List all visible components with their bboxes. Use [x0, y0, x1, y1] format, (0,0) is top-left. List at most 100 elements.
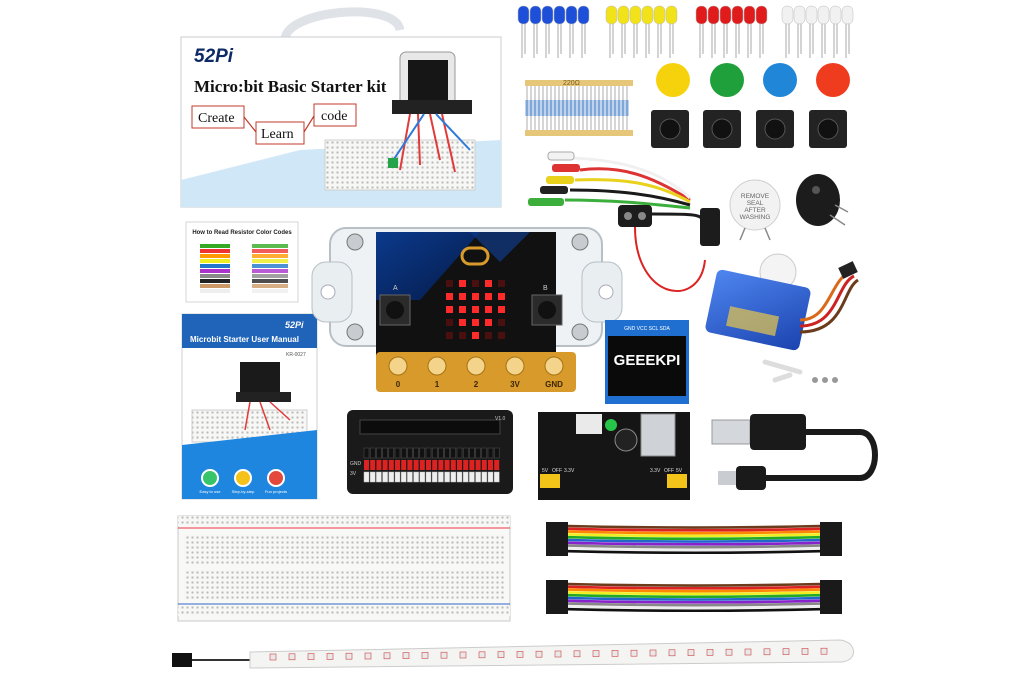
header-pin-red — [382, 460, 388, 470]
breadboard — [177, 515, 511, 622]
micro-usb-plug — [718, 471, 736, 485]
user-manual: 52Pi Microbit Starter User Manual KR-002… — [181, 313, 318, 500]
breakout-version: V1.0 — [495, 416, 506, 422]
resistor — [525, 100, 529, 116]
buzzer-seal-line: AFTER — [744, 207, 766, 214]
strip-led — [364, 652, 372, 660]
header-pin-white — [469, 471, 475, 483]
header-pin-red — [444, 460, 450, 470]
breadboard-body — [177, 515, 511, 622]
edge-pin-label: 1 — [435, 380, 440, 389]
clip-black — [540, 186, 568, 194]
box-title: Micro:bit Basic Starter kit — [194, 77, 387, 96]
chart-band — [252, 269, 288, 273]
resistor — [601, 100, 605, 116]
header-pin-black — [376, 447, 382, 459]
case-screw — [571, 233, 589, 251]
manual-icon-label: Fun projects — [265, 489, 287, 494]
resistor — [621, 100, 625, 116]
matrix-led — [446, 293, 453, 300]
led — [605, 5, 618, 25]
header-pin-red — [376, 460, 382, 470]
manual-icon-fun — [267, 469, 285, 487]
chart-rows — [200, 244, 288, 293]
header-pin-red — [463, 460, 469, 470]
edge-pin — [466, 356, 486, 376]
header-pin-white — [450, 471, 457, 483]
edge-pin-label: 2 — [474, 380, 479, 389]
chart-band — [200, 269, 230, 273]
matrix-led — [446, 306, 453, 313]
header-pin-white — [493, 471, 500, 483]
power-label-l3: 3.3V — [564, 468, 575, 474]
jumper-wire — [567, 524, 821, 529]
led-matrix — [446, 280, 505, 339]
battery-wire-red — [634, 226, 706, 292]
strip-led — [744, 648, 752, 656]
header-pin-black — [413, 447, 419, 459]
header-pin-black — [388, 447, 395, 459]
oled-screen — [608, 336, 686, 396]
header-pin-red — [419, 460, 425, 470]
matrix-led — [459, 319, 466, 326]
strip-led — [535, 650, 543, 658]
usb-cable — [711, 414, 878, 490]
breakout-gnd: GND — [350, 461, 362, 467]
edge-pin-label: 3V — [510, 380, 520, 389]
case-screws — [346, 233, 589, 341]
jumper-wire — [567, 599, 821, 604]
matrix-led — [498, 280, 505, 287]
header-pin-red — [438, 460, 444, 470]
strip-led — [326, 653, 334, 660]
jumper-wire — [567, 530, 821, 535]
matrix-led — [472, 293, 479, 300]
matrix-led — [498, 332, 505, 339]
breakout-board: V1.0 GND 3V — [347, 410, 513, 494]
manual-wires — [244, 401, 291, 431]
buzzer-seal-line: REMOVE — [741, 193, 770, 200]
header-pin-white — [400, 471, 407, 483]
chart-band — [252, 289, 288, 293]
battery-snap — [618, 205, 720, 292]
manual-breakout — [236, 392, 291, 402]
jumper-right — [667, 474, 687, 488]
matrix-led — [485, 319, 492, 326]
usb-a-housing — [750, 414, 806, 450]
led — [719, 5, 732, 25]
resistor — [541, 100, 545, 116]
jumper-wire — [567, 605, 821, 610]
breadboard-half-bottom — [184, 570, 504, 600]
manual-title: Microbit Starter User Manual — [190, 335, 299, 344]
led — [805, 5, 818, 25]
tactile-switch-plunger — [659, 118, 681, 140]
chart-band — [252, 254, 288, 258]
manual-brand: 52Pi — [285, 320, 304, 330]
resistor — [581, 100, 585, 116]
micro-usb-housing — [736, 466, 766, 490]
strip-led — [345, 652, 353, 660]
strip-leds — [269, 647, 828, 661]
jumper-wire — [567, 585, 821, 590]
buzzer-seal-line: WASHING — [740, 214, 771, 221]
header-pin-white — [419, 471, 426, 483]
box-code-frame — [313, 103, 357, 127]
clip-yellow — [546, 176, 574, 184]
box-code: code — [321, 109, 347, 124]
matrix-led — [498, 293, 505, 300]
chart-band — [200, 249, 230, 253]
resistor-label: 220Ω — [563, 80, 580, 87]
header-pin-red — [426, 460, 431, 470]
box-wires-blue — [391, 113, 471, 163]
buzzer-legs — [739, 227, 771, 241]
microbit-blue-art-2 — [470, 232, 530, 262]
matrix-led — [472, 306, 479, 313]
header-pin-white — [444, 471, 450, 483]
servo-body — [705, 269, 811, 351]
chart-band — [252, 284, 288, 288]
led — [665, 5, 678, 25]
strip-led — [763, 648, 771, 656]
microbit-blue-art — [376, 232, 480, 300]
microbit-logo — [460, 246, 490, 266]
strip-led — [592, 650, 600, 657]
